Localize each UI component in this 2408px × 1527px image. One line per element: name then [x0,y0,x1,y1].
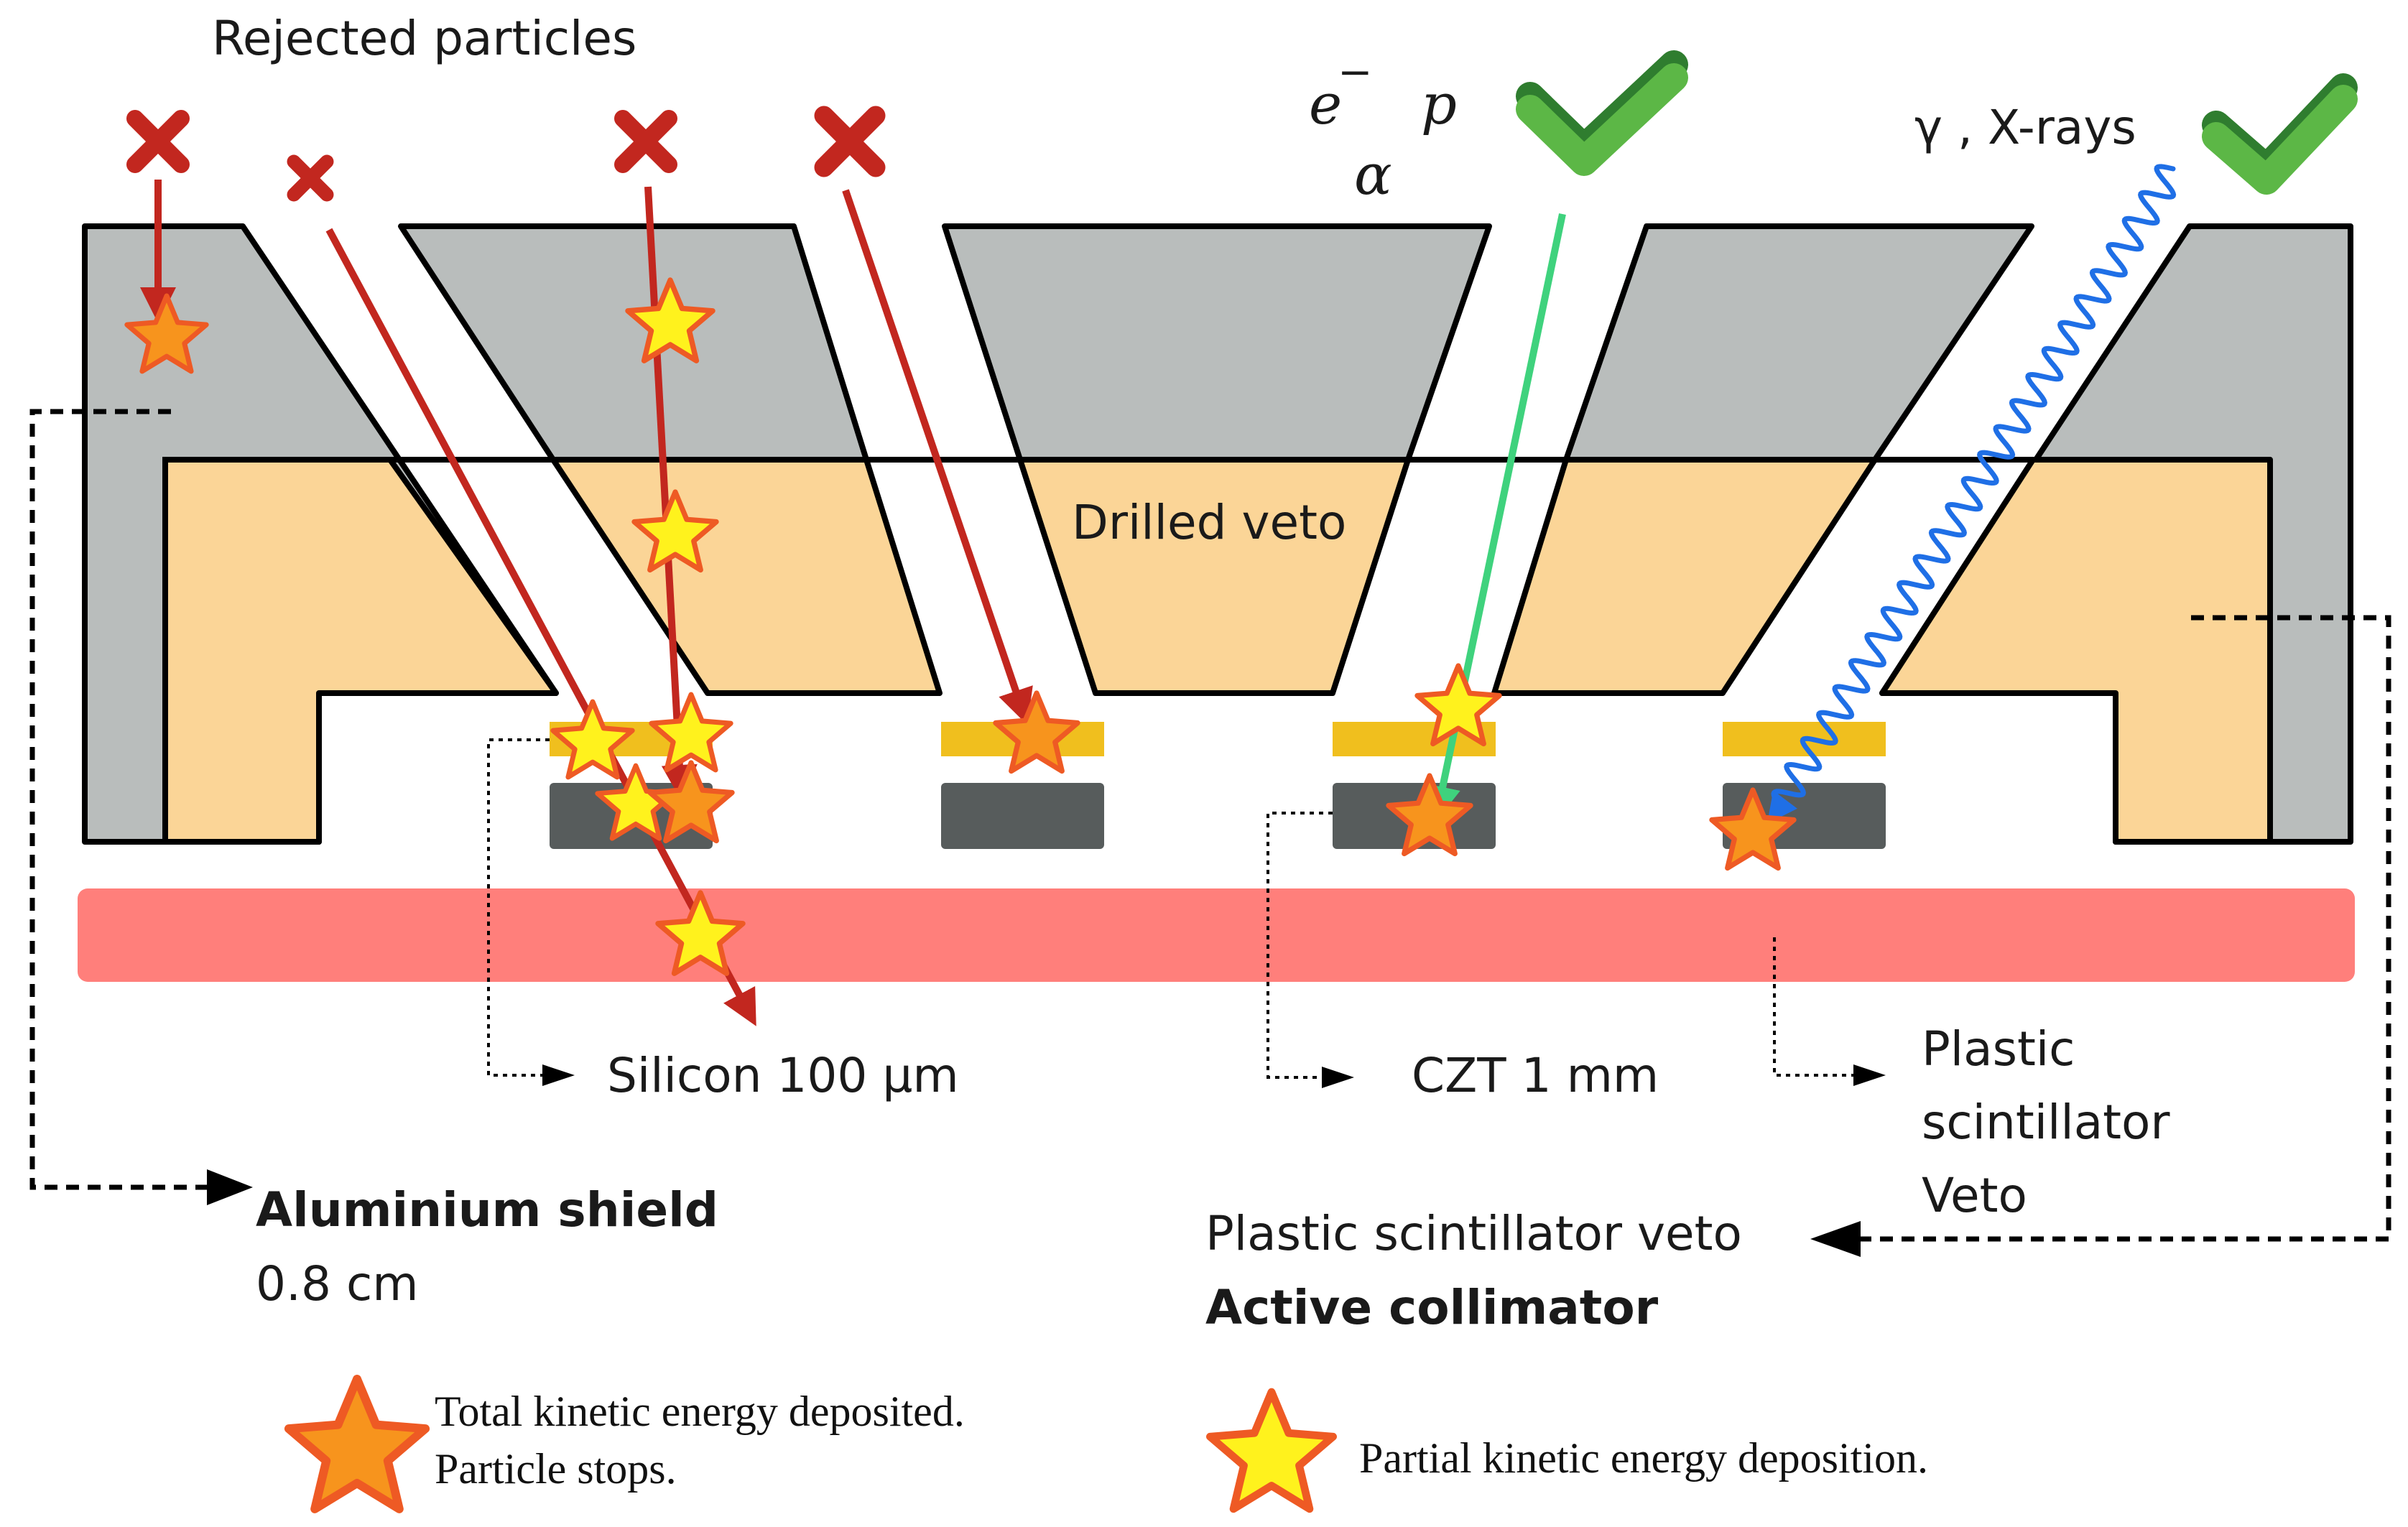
gamma-xray-label: γ , X-rays [1914,100,2136,155]
shield-block-4 [1563,223,2034,463]
rejected-track-2 [325,228,756,1026]
legend-star-total [284,1375,430,1513]
star-total-deposit [993,690,1080,774]
x-mark-3 [614,110,677,173]
x-mark-4 [814,106,886,177]
veto-leader [1839,615,2391,1242]
aluminium-leader [29,409,228,1190]
check-mark-1 [1516,50,1688,176]
czt-detector-2 [941,783,1104,849]
legend-star-partial [1206,1388,1337,1513]
legend-total-line1: Total kinetic energy deposited. [435,1388,965,1435]
drilled-veto-label: Drilled veto [1072,495,1346,550]
accept-check-marks [1516,50,2358,195]
aluminium-leader-arrowhead [207,1169,253,1205]
plastic-label-line3: Veto [1922,1168,2027,1223]
proton-label: p [1421,73,1457,137]
veto-leader-arrowhead [1810,1221,1861,1257]
shield-block-2 [398,223,869,463]
silicon-leader [487,738,553,1077]
aluminium-title: Aluminium shield [256,1182,718,1238]
veto-title: Plastic scintillator veto [1205,1206,1742,1261]
shield-block-3 [942,223,1492,463]
plastic-label-line2: scintillator [1922,1095,2170,1150]
star-total-deposit [124,293,209,374]
energy-deposit-stars [124,277,1797,976]
star-partial-deposit [1414,663,1502,747]
star-partial-deposit [649,692,733,773]
plastic-leader-arrowhead [1853,1064,1886,1086]
legend-total-line2: Particle stops. [435,1445,677,1493]
czt-label: CZT 1 mm [1412,1048,1659,1103]
x-mark-1 [126,110,190,173]
czt-leader-arrowhead [1322,1067,1354,1088]
silicon-leader-arrowhead [542,1064,575,1086]
rejected-track-3 [644,186,698,801]
star-partial-deposit [655,890,746,976]
legend-partial: Partial kinetic energy deposition. [1359,1434,1928,1482]
detectors [550,722,1886,849]
rejected-track-4 [842,189,1033,725]
drilled-veto [162,457,2273,845]
aluminium-thickness: 0.8 cm [256,1256,419,1312]
legend-star-partial-icon [1206,1388,1337,1513]
veto-subtitle: Active collimator [1205,1280,1659,1335]
star-partial-deposit [625,277,716,363]
alpha-label: α [1354,143,1392,208]
check-mark-2 [2202,73,2358,195]
veto-block-2 [550,457,943,696]
plastic-leader [1773,937,1864,1077]
star-total-deposit [1709,787,1797,871]
electron-superscript: − [1338,47,1373,96]
star-partial-deposit [550,699,635,780]
czt-leader [1266,812,1333,1079]
veto-left-block [162,457,559,845]
rejected-tracks [140,180,1033,1026]
x-mark-2 [287,154,334,202]
plastic-label-line1: Plastic [1922,1021,2075,1077]
electron-label: e [1309,73,1342,137]
star-total-deposit [647,760,735,844]
reject-x-marks [126,106,886,202]
legend: Total kinetic energy deposited. Particle… [284,1375,1928,1513]
veto-right-block [1879,457,2273,845]
rejected-particles-label: Rejected particles [212,11,636,66]
veto-block-4 [1491,457,1878,696]
legend-star-total-icon [284,1375,430,1513]
photon-track [1766,164,2177,824]
plastic-scintillator [78,888,2355,982]
silicon-label: Silicon 100 μm [607,1048,959,1103]
leader-lines [29,409,2391,1257]
star-total-deposit [1386,773,1473,857]
star-partial-deposit [631,489,719,573]
